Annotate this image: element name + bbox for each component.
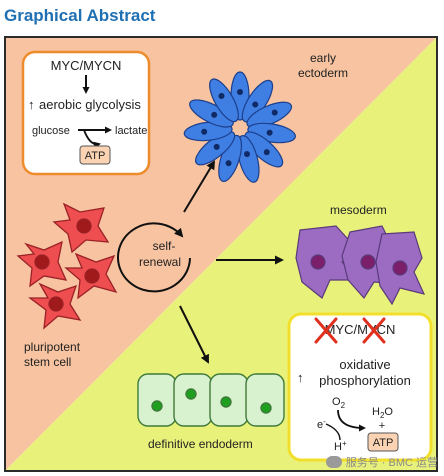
ectoderm-rosette [183, 71, 296, 183]
oxphos-line1: oxidative [339, 357, 390, 372]
cross-icon-myc [314, 317, 338, 344]
atp-branch-arrow [83, 129, 101, 149]
glycolysis-process: aerobic glycolysis [39, 97, 141, 112]
glucose-label: glucose [32, 125, 70, 137]
oxphos-atp-badge [367, 432, 399, 452]
up-arrow-glyph-oxphos: ↑ [297, 370, 304, 385]
lactate-label: lactate [115, 125, 147, 137]
abstract-figure: MYC/MYCN ↑ aerobic glycolysis glucose la… [4, 36, 438, 472]
wechat-icon [325, 456, 342, 468]
pluripotent-label-line1: pluripotent [24, 340, 81, 354]
oxygen-label: O2 [332, 396, 346, 410]
mesoderm-label: mesoderm [330, 203, 387, 217]
water-label: H2O [372, 406, 393, 420]
self-renewal-cycle-arrow [117, 222, 191, 293]
up-arrow-glyph: ↑ [28, 97, 35, 112]
glycolysis-box: MYC/MYCN ↑ aerobic glycolysis glucose la… [21, 50, 151, 176]
oxphos-atp-label: ATP [373, 437, 394, 449]
plus-label: + [379, 420, 385, 432]
endoderm-label: definitive endoderm [148, 437, 253, 451]
glycolysis-genes: MYC/MYCN [51, 58, 122, 73]
oxphos-branch [325, 423, 341, 441]
ectoderm-label-line2: ectoderm [298, 66, 348, 80]
glycolysis-atp-label: ATP [85, 150, 106, 162]
ectoderm-label-line1: early [310, 51, 336, 65]
proton-label: H+ [334, 439, 347, 453]
cross-icon-mycn [362, 317, 386, 344]
electron-label: e- [317, 417, 326, 431]
arrow-to-ectoderm [183, 160, 216, 213]
endoderm-cells [137, 373, 285, 427]
glycolysis-atp-badge [79, 145, 111, 165]
oxphos-reaction-arrow [337, 409, 366, 432]
self-renewal-line2: renewal [139, 255, 181, 269]
graphical-abstract-title: Graphical Abstract [4, 6, 156, 25]
oxphos-genes: MYC/MYCN [325, 322, 396, 337]
oxphos-box: MYC/MYCN ↑ oxidative phosphorylation O2 … [287, 312, 433, 462]
self-renewal-line1: self- [153, 239, 176, 253]
watermark-text: 服务号 · BMC 运营 [345, 457, 438, 469]
oxphos-line2: phosphorylation [319, 373, 411, 388]
graphical-abstract-panel: MYC/MYCN ↑ aerobic glycolysis glucose la… [4, 36, 438, 472]
mesoderm-cells [295, 225, 426, 306]
arrow-to-endoderm [179, 305, 209, 364]
panel-border [4, 36, 438, 472]
pluripotent-cells [16, 202, 118, 330]
watermark: 服务号 · BMC 运营 [325, 454, 438, 470]
pluripotent-label-line2: stem cell [24, 355, 71, 369]
